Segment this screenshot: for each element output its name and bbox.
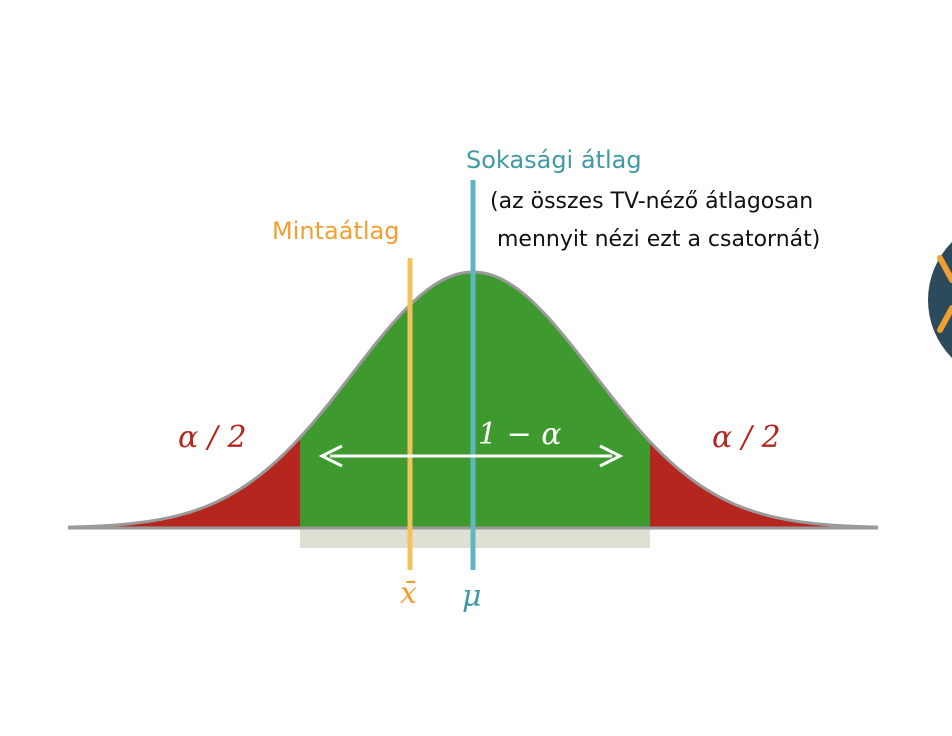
right-tail-alpha-label: α / 2 [712,420,781,455]
sample-mean-symbol: x̄ [400,576,417,611]
right-tail-area [650,441,878,528]
double-headed-arrow-icon [318,444,624,468]
left-tail-alpha-label: α / 2 [178,420,247,455]
population-mean-symbol: μ [462,579,482,614]
population-mean-note-line-1: (az összes TV-néző átlagosan [490,189,813,214]
confidence-level-label: 1 − α [478,417,562,452]
left-tail-area [68,437,300,528]
sample-mean-title: Mintaátlag [272,217,399,245]
population-mean-title: Sokasági átlag [466,146,642,174]
population-mean-note-line-2: mennyit nézi ezt a csatornát) [497,227,820,252]
partial-circle-badge-icon [928,242,952,358]
